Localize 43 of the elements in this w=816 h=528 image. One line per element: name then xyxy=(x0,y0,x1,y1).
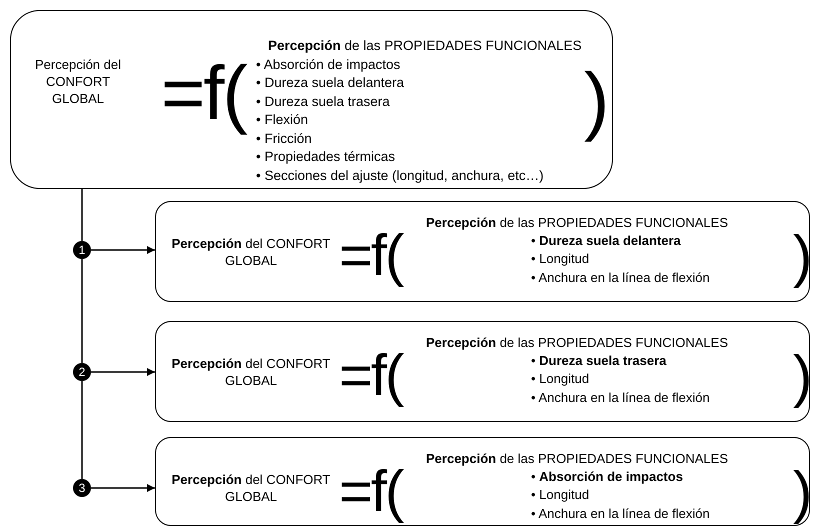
function-symbol: =f( xyxy=(339,463,402,521)
arrow xyxy=(91,484,155,492)
comfort-label: Percepción del CONFORT GLOBAL xyxy=(170,355,332,389)
comfort-label: Percepción del CONFORT GLOBAL xyxy=(34,56,122,107)
properties-heading: Percepción de las PROPIEDADES FUNCIONALES xyxy=(426,216,728,229)
property-item: • Anchura en la línea de flexión xyxy=(531,506,710,520)
step-number: 2 xyxy=(73,363,91,381)
property-item: • Longitud xyxy=(531,488,590,502)
connector-line xyxy=(81,189,83,241)
comfort-label: Percepción del CONFORT GLOBAL xyxy=(170,235,332,269)
closing-parenthesis: ) xyxy=(793,348,812,406)
function-symbol: =f( xyxy=(339,347,402,405)
property-item: • Fricción xyxy=(256,132,312,145)
property-item: • Longitud xyxy=(531,252,590,266)
function-symbol: =f( xyxy=(339,227,402,285)
comfort-label: Percepción del CONFORT GLOBAL xyxy=(170,471,332,505)
properties-heading: Percepción de las PROPIEDADES FUNCIONALES xyxy=(426,452,728,465)
step-number: 3 xyxy=(73,479,91,497)
closing-parenthesis: ) xyxy=(793,464,812,522)
properties-heading: Percepción de las PROPIEDADES FUNCIONALES xyxy=(426,336,728,349)
formula-box xyxy=(10,10,613,189)
property-item: • Secciones del ajuste (longitud, anchura, etc…) xyxy=(256,168,544,182)
property-item: • Propiedades térmicas xyxy=(256,150,396,164)
property-item: • Flexión xyxy=(256,113,308,126)
step-number: 1 xyxy=(73,241,91,259)
property-item: • Dureza suela delantera xyxy=(256,76,404,90)
property-item: • Dureza suela trasera xyxy=(256,94,390,108)
arrow xyxy=(91,246,155,254)
properties-heading: Percepción de las PROPIEDADES FUNCIONALES xyxy=(268,39,582,52)
property-item: • Dureza suela delantera xyxy=(531,234,681,248)
property-item: • Anchura en la línea de flexión xyxy=(531,390,710,404)
connector-line xyxy=(81,381,83,479)
formula-box xyxy=(155,321,810,422)
property-item: • Anchura en la línea de flexión xyxy=(531,270,710,284)
connector-line xyxy=(81,259,83,363)
formula-box xyxy=(155,437,810,526)
property-item: • Absorción de impactos xyxy=(256,58,400,71)
property-item: • Dureza suela trasera xyxy=(531,354,666,368)
property-item: • Absorción de impactos xyxy=(531,470,683,484)
closing-parenthesis: ) xyxy=(793,228,812,286)
property-item: • Longitud xyxy=(531,372,590,386)
formula-box xyxy=(155,201,810,302)
arrow xyxy=(91,368,155,376)
